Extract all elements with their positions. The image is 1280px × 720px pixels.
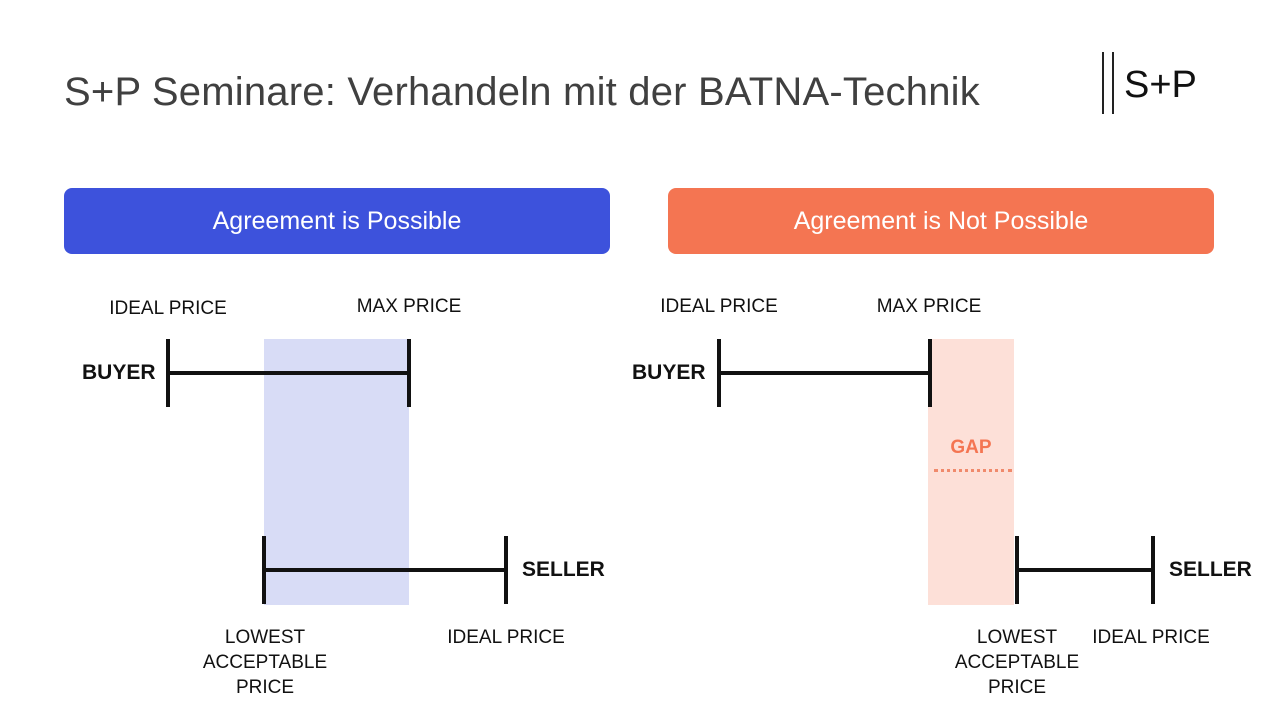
buyer-range-line bbox=[719, 371, 930, 375]
agreement-not-possible-header: Agreement is Not Possible bbox=[668, 188, 1214, 254]
seller-range-line bbox=[1017, 568, 1153, 572]
label-line: LOWEST bbox=[224, 627, 306, 648]
seller-ideal-price-label: IDEAL PRICE bbox=[447, 627, 565, 648]
agreement-possible-header-label: Agreement is Possible bbox=[212, 206, 462, 235]
buyer-max-price-label: MAX PRICE bbox=[876, 296, 982, 317]
buyer-max-tick bbox=[407, 339, 411, 407]
buyer-label: BUYER bbox=[632, 361, 706, 384]
seller-ideal-price-label: IDEAL PRICE bbox=[1092, 627, 1210, 648]
agreement-possible-header: Agreement is Possible bbox=[64, 188, 610, 254]
seller-lowest-acceptable-price-label: LOWEST ACCEPTABLE PRICE bbox=[955, 625, 1079, 700]
label-line: ACCEPTABLE bbox=[954, 652, 1080, 673]
gap-dotted-line bbox=[934, 469, 1012, 472]
logo-bar-icon bbox=[1102, 52, 1104, 114]
label-line: PRICE bbox=[987, 677, 1047, 698]
logo-text: S+P bbox=[1124, 64, 1197, 106]
label-line: LOWEST bbox=[976, 627, 1058, 648]
buyer-ideal-price-label: IDEAL PRICE bbox=[109, 298, 227, 319]
label-line: ACCEPTABLE bbox=[202, 652, 328, 673]
buyer-range-line bbox=[168, 371, 409, 375]
logo-bar-icon bbox=[1112, 52, 1114, 114]
sp-logo: S+P bbox=[1100, 52, 1210, 116]
gap-label: GAP bbox=[950, 437, 992, 458]
agreement-not-possible-header-label: Agreement is Not Possible bbox=[793, 206, 1089, 235]
label-line: PRICE bbox=[235, 677, 295, 698]
buyer-label: BUYER bbox=[82, 361, 156, 384]
buyer-ideal-price-label: IDEAL PRICE bbox=[660, 296, 778, 317]
seller-lowest-acceptable-price-label: LOWEST ACCEPTABLE PRICE bbox=[203, 625, 327, 700]
slide-title: S+P Seminare: Verhandeln mit der BATNA-T… bbox=[64, 70, 980, 114]
seller-ideal-tick bbox=[1151, 536, 1155, 604]
seller-range-line bbox=[264, 568, 506, 572]
seller-label: SELLER bbox=[522, 558, 605, 581]
seller-label: SELLER bbox=[1169, 558, 1252, 581]
gap-zone bbox=[928, 339, 1014, 605]
buyer-max-tick bbox=[928, 339, 932, 407]
seller-ideal-tick bbox=[504, 536, 508, 604]
zopa-overlap-zone bbox=[264, 339, 409, 605]
buyer-max-price-label: MAX PRICE bbox=[356, 296, 462, 317]
